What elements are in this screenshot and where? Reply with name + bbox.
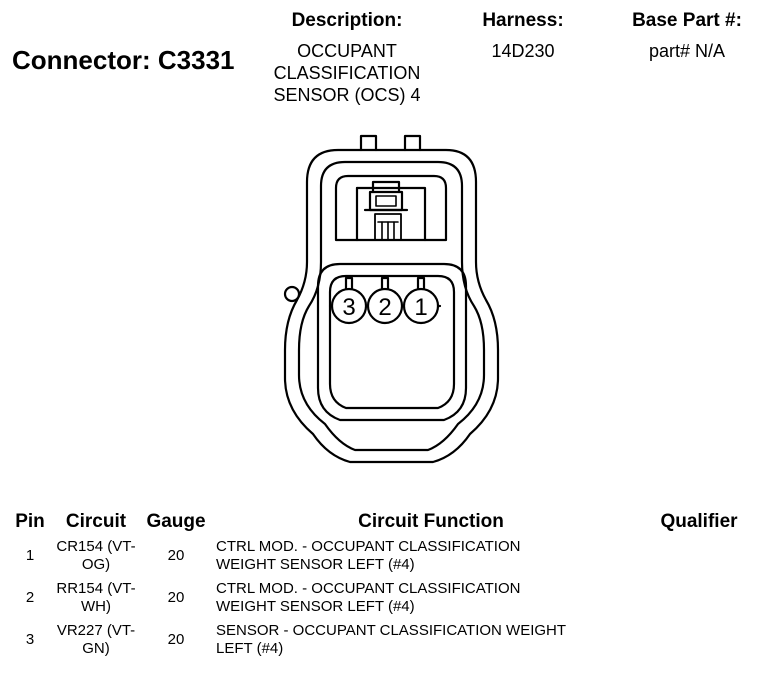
wire-gauge: 20 [167, 547, 185, 564]
locking-latch [334, 174, 448, 242]
pin-number: 1 [25, 547, 35, 564]
description-line: CLASSIFICATION [273, 63, 421, 83]
description-line: SENSOR (OCS) 4 [273, 85, 421, 105]
top-latch-tabs [359, 134, 422, 152]
col-circuit-function: Circuit Function [358, 511, 504, 532]
base-part-header: Base Part #: [632, 10, 742, 31]
table-row: 3 VR227 (VT-GN) 20 SENSOR - OCCUPANT CLA… [8, 619, 748, 661]
col-qualifier: Qualifier [660, 511, 738, 532]
qualifier [650, 577, 748, 619]
polarization-notch [283, 285, 301, 303]
pin-label-2: 2 [378, 294, 391, 321]
description-line: OCCUPANT [297, 41, 397, 61]
pin-terminals [344, 276, 426, 290]
circuit-id: VR227 (VT-GN) [56, 622, 136, 657]
wire-gauge: 20 [167, 589, 185, 606]
description-value: OCCUPANT CLASSIFICATION SENSOR (OCS) 4 [253, 40, 441, 106]
pin-table-header: Pin Circuit Gauge Circuit Function Quali… [8, 509, 748, 535]
pin-table: Pin Circuit Gauge Circuit Function Quali… [8, 509, 748, 661]
harness-header: Harness: [482, 10, 564, 31]
pin-number: 2 [25, 589, 35, 606]
pin-label-1: 1 [414, 294, 427, 321]
table-row: 1 CR154 (VT-OG) 20 CTRL MOD. - OCCUPANT … [8, 535, 748, 577]
col-circuit: Circuit [65, 511, 127, 532]
pin-cavity-2 [366, 287, 404, 325]
base-part-value: part# N/A [648, 41, 726, 61]
connector-cavity [316, 262, 468, 422]
col-pin: Pin [15, 511, 45, 532]
harness-value: 14D230 [491, 41, 555, 61]
description-header: Description: [291, 10, 403, 31]
pin-number: 3 [25, 631, 35, 648]
pin-label-3: 3 [342, 294, 355, 321]
circuit-id: RR154 (VT-WH) [56, 580, 136, 615]
connector-label: Connector: C3331 [12, 45, 235, 75]
qualifier [650, 535, 748, 577]
connector-outer-shell [283, 148, 500, 464]
connector-cavity-inner [328, 274, 456, 410]
circuit-id: CR154 (VT-OG) [56, 538, 136, 573]
wire-gauge: 20 [167, 631, 185, 648]
table-row: 2 RR154 (VT-WH) 20 CTRL MOD. - OCCUPANT … [8, 577, 748, 619]
qualifier [650, 619, 748, 661]
col-gauge: Gauge [146, 511, 206, 532]
